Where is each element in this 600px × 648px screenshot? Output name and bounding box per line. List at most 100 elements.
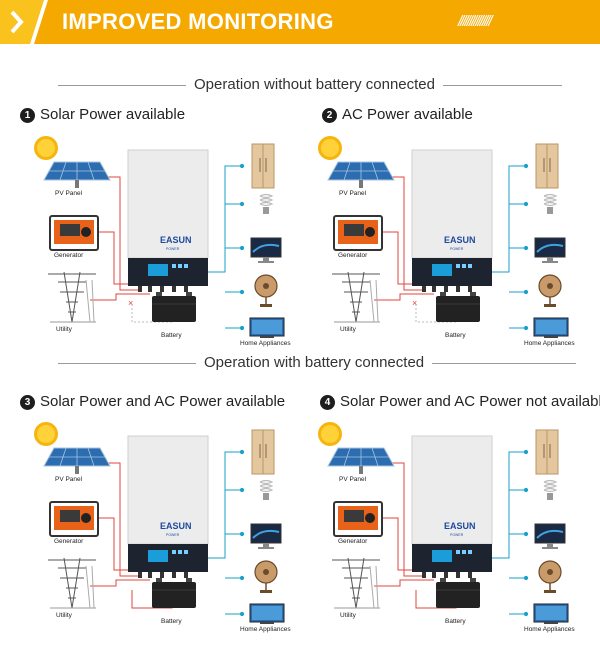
utility-label: Utility [340, 326, 356, 333]
television-icon [533, 317, 569, 338]
scenario-diagram-4: EASUN POWER [304, 408, 584, 644]
monitor-icon [250, 523, 282, 549]
utility-label: Utility [56, 326, 72, 333]
load-bus [492, 163, 529, 331]
inverter-icon: EASUN POWER [127, 435, 209, 578]
scenario-title-text: Solar Power and AC Power available [40, 393, 286, 410]
refrigerator-icon [251, 429, 275, 475]
light-bulb-icon [543, 193, 558, 214]
system-diagram: EASUN POWER [318, 422, 569, 624]
refrigerator-icon [251, 143, 275, 189]
generator-label: Generator [54, 538, 84, 545]
load-bus [492, 449, 529, 617]
scenario-title-4: 4 Solar Power and AC Power not available [320, 393, 600, 410]
pv-panel-label: PV Panel [55, 476, 83, 483]
generator-icon [49, 215, 99, 251]
generator-icon [333, 215, 383, 251]
inverter-icon: EASUN POWER [127, 149, 209, 292]
system-diagram: EASUN POWER [34, 422, 285, 624]
utility-label: Utility [340, 612, 356, 619]
system-diagram: EASUN POWER × [318, 136, 569, 338]
fan-icon [254, 560, 278, 593]
utility-wire [90, 579, 150, 587]
battery-icon [436, 578, 480, 608]
solar-panel-icon [43, 447, 111, 474]
light-bulb-icon [259, 479, 274, 500]
battery-icon [152, 292, 196, 322]
sun-icon [34, 422, 58, 446]
load-bus [208, 449, 245, 617]
pv-wire [108, 462, 138, 577]
pv-panel-label: PV Panel [55, 190, 83, 197]
battery-label: Battery [161, 332, 182, 339]
generator-icon [333, 501, 383, 537]
svg-text:POWER: POWER [166, 247, 180, 251]
utility-wire [374, 579, 434, 587]
pv-panel-label: PV Panel [339, 476, 367, 483]
home-appliances-label: Home Appliances [524, 340, 575, 347]
pv-panel-label: PV Panel [339, 190, 367, 197]
section-heading: Operation with battery connected [196, 354, 433, 371]
banner: IMPROVED MONITORING /////////////// [0, 0, 600, 44]
utility-pylon-icon [48, 271, 96, 323]
inverter-brand-logo: EASUN [160, 235, 192, 245]
scenario-title-1: 1 Solar Power available [20, 106, 185, 123]
svg-text:POWER: POWER [450, 533, 464, 537]
banner-title: IMPROVED MONITORING [62, 9, 334, 34]
television-icon [249, 317, 285, 338]
scenario-diagram-1: EASUN POWER × [20, 122, 300, 358]
scenario-number-badge: 2 [322, 108, 337, 123]
svg-text:POWER: POWER [450, 247, 464, 251]
generator-icon [49, 501, 99, 537]
chevron-right-icon [10, 10, 24, 34]
inverter-brand-logo: EASUN [444, 235, 476, 245]
system-diagram: EASUN POWER × [34, 136, 285, 338]
fan-icon [254, 274, 278, 307]
sun-icon [34, 136, 58, 160]
solar-panel-icon [327, 161, 395, 188]
utility-pylon-icon [332, 557, 380, 609]
sun-icon [318, 136, 342, 160]
load-bus [208, 163, 245, 331]
solar-panel-icon [43, 161, 111, 188]
home-appliances-label: Home Appliances [240, 340, 291, 347]
scenario-diagram-3: EASUN POWER [20, 408, 300, 644]
sun-icon [318, 422, 342, 446]
pv-wire [108, 176, 138, 291]
utility-wire [374, 293, 434, 301]
utility-label: Utility [56, 612, 72, 619]
scenario-diagram-2: EASUN POWER × [304, 122, 584, 358]
television-icon [249, 603, 285, 624]
monitor-icon [534, 523, 566, 549]
battery-label: Battery [445, 332, 466, 339]
inverter-brand-logo: EASUN [160, 521, 192, 531]
pv-wire [392, 462, 422, 577]
television-icon [533, 603, 569, 624]
monitor-icon [534, 237, 566, 263]
utility-wire [90, 293, 150, 301]
light-bulb-icon [543, 479, 558, 500]
banner-stripes: /////////////// [458, 13, 492, 30]
home-appliances-label: Home Appliances [524, 626, 575, 633]
scenario-number-badge: 4 [320, 395, 335, 410]
inverter-icon: EASUN POWER [411, 435, 493, 578]
disconnect-mark: × [412, 298, 417, 308]
generator-label: Generator [338, 538, 368, 545]
scenario-title-3: 3 Solar Power and AC Power available [20, 393, 285, 410]
refrigerator-icon [535, 429, 559, 475]
refrigerator-icon [535, 143, 559, 189]
battery-label: Battery [161, 618, 182, 625]
svg-text:POWER: POWER [166, 533, 180, 537]
banner-background [0, 0, 600, 44]
home-appliances-label: Home Appliances [240, 626, 291, 633]
scenario-title-text: Solar Power and AC Power not available [340, 393, 600, 410]
generator-label: Generator [338, 252, 368, 259]
battery-icon [152, 578, 196, 608]
scenario-title-text: Solar Power available [40, 106, 186, 123]
inverter-brand-logo: EASUN [444, 521, 476, 531]
solar-panel-icon [327, 447, 395, 474]
inverter-icon: EASUN POWER [411, 149, 493, 292]
scenario-number-badge: 1 [20, 108, 35, 123]
scenario-number-badge: 3 [20, 395, 35, 410]
